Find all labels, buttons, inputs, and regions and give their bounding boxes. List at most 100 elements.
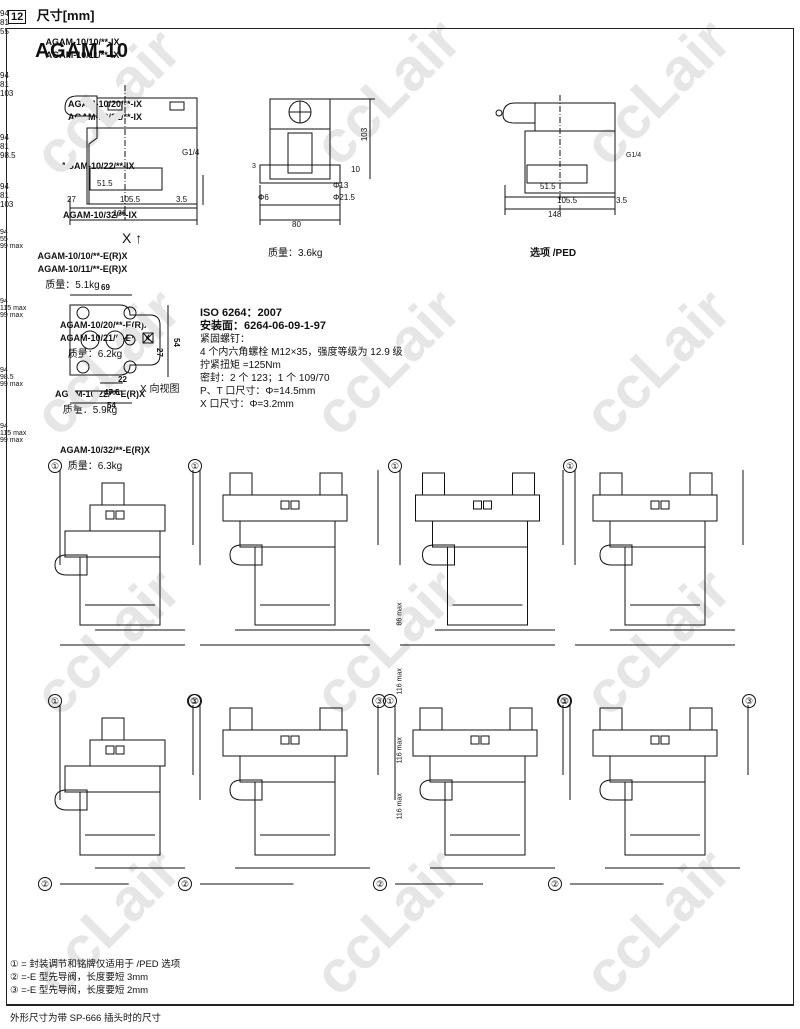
notes: ① = 封装调节和铭牌仅适用于 /PED 选项 ② =-E 型先导阀，长度要短 …	[10, 958, 180, 997]
dim-51-5: 51.5	[97, 179, 113, 188]
mv-dim-47-5: 47.5	[104, 388, 120, 397]
marker-1: ①	[383, 694, 397, 708]
spec-fasteners-label: 紧固螺钉：	[200, 334, 250, 345]
port-g1-4: G1/4	[182, 148, 200, 157]
mass-label: 质量：3.6kg	[268, 248, 323, 259]
dim-99-max: 99 max	[0, 243, 23, 250]
note-2: ② =-E 型先导阀，长度要短 3mm	[10, 972, 149, 983]
dim-3: 3	[252, 163, 256, 170]
mass-label: 质量：6.2kg	[67, 349, 123, 360]
mounting-face-drawing	[69, 294, 169, 404]
marker-1: ①	[188, 459, 202, 473]
dim-136: 136	[113, 209, 127, 218]
dim-10: 10	[351, 165, 360, 174]
marker-2: ②	[38, 877, 52, 891]
dim-94: 94	[0, 423, 8, 430]
ex-valve-drawing	[394, 705, 564, 885]
dim-94: 94	[0, 9, 9, 18]
dim-81: 81	[0, 80, 9, 89]
model-label: AGAM-10/22/**-IX	[60, 161, 135, 171]
marker-2: ②	[548, 877, 562, 891]
marker-3: ③	[742, 694, 756, 708]
dim-81: 81	[0, 191, 9, 200]
dim-width: 115 max	[0, 305, 27, 312]
dim-99-max: 99 max	[0, 437, 23, 444]
dim-94: 94	[0, 71, 9, 80]
ped-dim-105-5: 105.5	[557, 196, 578, 205]
model-label: AGAM-10/21/**-IX	[67, 112, 143, 122]
spec-mounting-surface: 安装面：6264-06-09-1-97	[200, 320, 326, 332]
dim-phi-6: Φ6	[258, 193, 269, 202]
marker-1: ①	[188, 694, 202, 708]
dim-99-max: 99 max	[0, 381, 23, 388]
marker-1: ①	[48, 694, 62, 708]
dim-width: 55	[0, 236, 8, 243]
dim-94: 94	[0, 133, 9, 142]
spec-bolts: 4 个内六角螺栓 M12×35，强度等级为 12.9 级	[200, 347, 403, 358]
spec-pt-port: P、T 口尺寸：Φ=14.5mm	[200, 386, 316, 397]
model-label: AGAM-10/11/**-IX	[45, 50, 120, 60]
model-label: AGAM-10/32/**-IX	[62, 210, 138, 220]
view-x-label: X	[122, 230, 132, 246]
mv-dim-54: 54	[107, 401, 116, 410]
ped-view-drawing	[495, 95, 616, 215]
dim-width: 98.5	[0, 151, 16, 160]
model-label: AGAM-10/11/**-E(R)X	[37, 264, 128, 274]
spec-torque: 拧紧扭矩 =125Nm	[200, 360, 281, 371]
model-label: AGAM-10/20/**-E(R)X	[59, 320, 151, 330]
section-header: 12 尺寸[mm]	[8, 5, 94, 25]
section-number: 12	[8, 10, 27, 24]
ix-valve-drawing	[54, 470, 194, 646]
ped-dim-148: 148	[548, 210, 562, 219]
front-view-drawing	[259, 98, 375, 225]
ped-caption: 选项 /PED	[530, 248, 577, 259]
marker-1: ①	[563, 459, 577, 473]
side-view-drawing	[64, 85, 204, 225]
view-x-arrow: X ↑	[122, 230, 142, 246]
mass-label: 质量：5.9kg	[62, 405, 118, 416]
dim-94: 94	[0, 367, 8, 374]
arrow-up-icon: ↑	[135, 230, 143, 246]
dim-phi-21-5: Φ21.5	[333, 193, 355, 202]
ix-valve-drawing	[574, 470, 744, 646]
ix-valve-drawing	[399, 470, 564, 646]
dim-94: 94	[0, 182, 9, 191]
ex-valve-drawing	[199, 705, 379, 885]
dim-94: 94	[0, 229, 8, 236]
dim-103: 103	[360, 127, 370, 142]
ix-valve-drawing	[199, 470, 379, 646]
spec-x-port: X 口尺寸：Φ=3.2mm	[200, 399, 294, 410]
model-label: AGAM-10/32/**-E(R)X	[59, 445, 151, 455]
dim-width: 55	[0, 27, 9, 36]
spec-block: ISO 6264：2007 安装面：6264-06-09-1-97 紧固螺钉： …	[200, 307, 403, 411]
model-label: AGAM-10/10/**-E(R)X	[37, 251, 128, 261]
ped-dim-51-5: 51.5	[540, 182, 556, 191]
mv-dim-22: 22	[118, 375, 127, 384]
model-label: AGAM-10/10/**-IX	[45, 37, 120, 47]
model-label: AGAM-10/22/**-E(R)X	[54, 389, 146, 399]
dim-width: 115 max	[0, 430, 27, 437]
dim-94: 94	[0, 298, 8, 305]
note-1: ① = 封装调节和铭牌仅适用于 /PED 选项	[10, 959, 181, 970]
ped-dim-3-5: 3.5	[616, 196, 628, 205]
model-title: AGAM-10	[35, 40, 129, 62]
mv-dim-27: 27	[154, 348, 164, 357]
dim-80: 80	[292, 220, 301, 229]
spec-seals: 密封：2 个 123；1 个 109/70	[200, 373, 330, 384]
model-label: AGAM-10/21/**-E(R)X	[59, 333, 151, 343]
section-title: 尺寸[mm]	[36, 8, 95, 23]
mass-label: 质量：6.3kg	[67, 461, 123, 472]
dim-81: 81	[0, 142, 9, 151]
marker-2: ②	[178, 877, 192, 891]
ped-port-g1-4: G1/4	[626, 152, 642, 159]
spec-standard: ISO 6264：2007	[200, 307, 282, 319]
note-3: ③ =-E 型先导阀，长度要短 2mm	[10, 985, 149, 996]
drawing-frame	[6, 28, 794, 1006]
marker-1: ①	[48, 459, 62, 473]
dim-99-max: 99 max	[0, 312, 23, 319]
ex-valve-drawing	[569, 705, 749, 885]
marker-1: ①	[388, 459, 402, 473]
mass-label: 质量：5.1kg	[45, 280, 100, 291]
mounting-view-caption: X 向视图	[140, 384, 180, 395]
